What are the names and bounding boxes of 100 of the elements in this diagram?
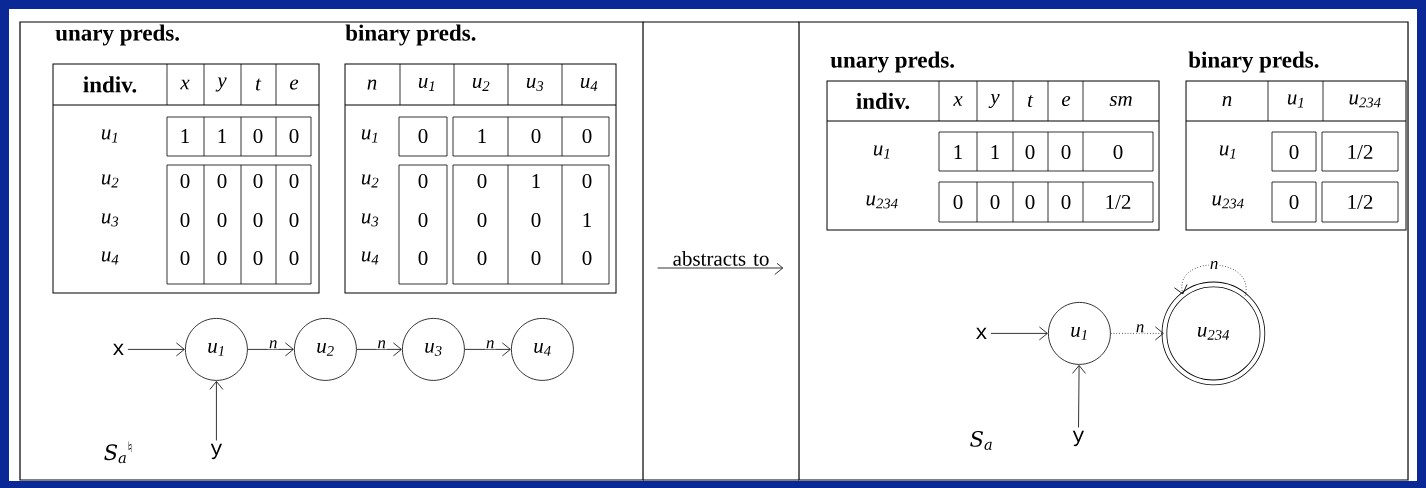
label: 0: [1289, 194, 1299, 210]
label: 0: [217, 173, 227, 189]
label: 0: [180, 250, 190, 266]
arrow: [1072, 365, 1086, 428]
edge-label: abstracts to: [665, 250, 777, 267]
table-title: binary preds.: [1188, 51, 1319, 73]
label: 0: [180, 173, 190, 189]
variable-label: y: [210, 443, 222, 460]
label: 0: [289, 128, 299, 144]
label: 1/2: [1106, 194, 1131, 210]
arrow: [356, 342, 402, 357]
variable-label: x: [976, 327, 987, 339]
label: u$_{1}$: [361, 129, 378, 143]
label: x: [180, 79, 190, 90]
label: 0: [418, 250, 428, 266]
label: 0: [418, 128, 428, 144]
predicate-table: n u$_{1}$ u$_{2}$ u$_{3}$ u$_{4}$ u$_{1}$ 0 1 0 0 u$_{2}$ 0 0 1 0 u$_{3}$ 0 0 0 1 u$_{4}$ 0 0 0 0: [344, 63, 617, 294]
label: 0: [531, 212, 541, 228]
label: t: [1028, 94, 1034, 108]
label: t: [256, 78, 262, 91]
label: 0: [289, 212, 299, 228]
variable-label: y: [1072, 430, 1084, 447]
predicate-table: indiv. x y t e sm u$_{1}$ 1 1 0 0 0 u$_{234}$ 0 0 0 0 1/2: [826, 80, 1160, 231]
label: u$_{234}$: [866, 195, 898, 209]
label: u$_{1}$: [1219, 145, 1236, 159]
label: u$_{1}$: [418, 78, 435, 91]
edge-label: n: [484, 339, 496, 350]
label: 0: [217, 212, 227, 228]
label: e: [1062, 95, 1071, 107]
label: n: [367, 79, 377, 90]
label: 1: [478, 129, 486, 143]
label: u$_{1}$: [101, 129, 118, 143]
label: 0: [531, 128, 541, 144]
label: 1: [218, 129, 226, 143]
label: u$_{1}$: [873, 145, 890, 159]
label: 0: [990, 194, 1000, 210]
label: 1/2: [1348, 144, 1373, 160]
label: 0: [477, 173, 487, 189]
label: 0: [1025, 144, 1035, 160]
label: x: [953, 96, 963, 106]
variable-label: x: [113, 343, 124, 355]
label: 0: [477, 250, 487, 266]
label: 0: [1061, 194, 1071, 210]
label: 1: [954, 145, 962, 159]
label: 0: [180, 212, 190, 228]
label: n: [1222, 96, 1232, 106]
label: 0: [1061, 144, 1071, 160]
arrow: [247, 342, 294, 357]
label: sm: [1109, 95, 1132, 107]
label: 0: [253, 173, 263, 189]
label: 0: [531, 250, 541, 266]
label: 0: [1289, 144, 1299, 160]
label: 1: [583, 213, 591, 227]
label: u$_{3}$: [101, 213, 119, 227]
label: 0: [289, 173, 299, 189]
edge-label: n: [1208, 260, 1220, 271]
label: 1/2: [1348, 194, 1373, 210]
arrow: [657, 261, 784, 275]
arrow: [464, 342, 511, 357]
label: 0: [582, 128, 592, 144]
label: 0: [1113, 144, 1123, 160]
label: u$_{3}$: [361, 213, 379, 227]
label: 0: [1025, 194, 1035, 210]
label: u$_{2}$: [472, 78, 490, 91]
label: u$_{4}$: [101, 251, 119, 265]
arrow: [990, 326, 1048, 341]
label: u$_{3}$: [526, 78, 544, 91]
label: 1: [991, 145, 999, 159]
table-title: binary preds.: [345, 24, 476, 46]
arrow: [127, 342, 185, 357]
label: 0: [418, 173, 428, 189]
label: 0: [217, 250, 227, 266]
edge-label: n: [267, 339, 279, 350]
predicate-table: n u$_{1}$ u$_{234}$ u$_{1}$ 0 1/2 u$_{234}$ 0 1/2: [1185, 80, 1407, 231]
label: u$_{2}$: [361, 174, 379, 188]
label: u$_{2}$: [101, 174, 119, 188]
label: 0: [477, 212, 487, 228]
label: y: [215, 77, 227, 92]
label: 0: [582, 250, 592, 266]
edge-label: n: [376, 339, 387, 350]
label: 0: [289, 250, 299, 266]
table-title: unary preds.: [55, 24, 179, 46]
table-title: unary preds.: [830, 51, 954, 73]
label: 0: [953, 194, 963, 210]
label: 0: [582, 173, 592, 189]
label: 0: [253, 128, 263, 144]
label: 1: [181, 129, 189, 143]
label: 0: [253, 212, 263, 228]
label: 0: [418, 212, 428, 228]
label: u$_{1}$: [1287, 94, 1304, 108]
label: u$_{234}$: [1349, 94, 1381, 108]
predicate-table: indiv. x y t e u$_{1}$ 1 1 0 0 u$_{2}$ 0 0 0 0 u$_{3}$ 0 0 0 0 u$_{4}$ 0 0 0 0: [52, 63, 320, 294]
edge-label: n: [1134, 323, 1146, 334]
label: e: [289, 79, 299, 90]
label: u$_{4}$: [580, 78, 598, 91]
label: indiv.: [856, 92, 910, 110]
arrow: [1110, 326, 1164, 341]
loop-arrow: [1174, 264, 1247, 296]
label: y: [988, 93, 1000, 109]
label: u$_{234}$: [1212, 195, 1244, 209]
